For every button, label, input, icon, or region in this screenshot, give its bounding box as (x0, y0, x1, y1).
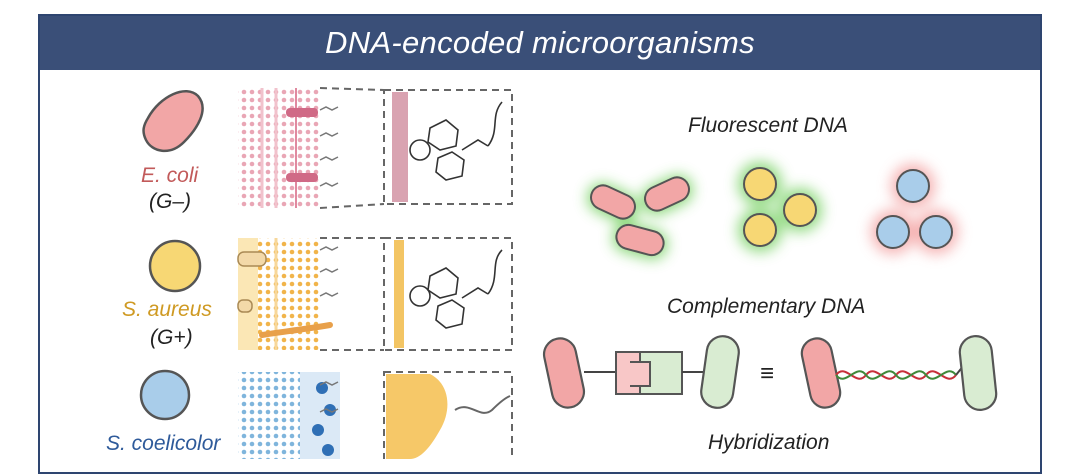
saureus-wall-panel (237, 238, 339, 350)
ecoli-zoom-box (319, 87, 513, 209)
figure-graphics (139, 87, 998, 459)
saureus-label: S. aureus (122, 298, 212, 321)
complementary-left-diagram (542, 335, 740, 409)
ecoli-gram-label: (G–) (149, 190, 191, 213)
ecoli-cell (142, 90, 204, 152)
saureus-zoom-wall (394, 240, 404, 348)
ecoli-membrane-panel (238, 88, 339, 208)
fluorescent-dna-heading: Fluorescent DNA (688, 114, 848, 137)
scoelicolor-zoom-blob (386, 374, 448, 459)
complementary-right-diagram (800, 335, 998, 411)
scoelicolor-label: S. coelicolor (106, 432, 221, 455)
fluorescent-group-aureus (738, 162, 822, 252)
scoelicolor-zoom-box (383, 371, 513, 459)
saureus-gram-label: (G+) (150, 326, 193, 349)
fluorescent-group-coelicolor (871, 164, 958, 254)
scoelicolor-wall-panel (238, 372, 340, 459)
complementary-dna-heading: Complementary DNA (667, 295, 866, 318)
saureus-zoom-box (320, 237, 513, 351)
equivalence-symbol: ≡ (760, 360, 775, 387)
ecoli-label: E. coli (141, 164, 199, 187)
saureus-cell (148, 239, 202, 293)
scoelicolor-cell (139, 369, 191, 421)
saureus-zoom-molecule (409, 249, 503, 329)
ecoli-zoom-molecule (409, 101, 503, 181)
fluorescent-group-coli (587, 174, 693, 260)
ecoli-zoom-membrane (392, 92, 408, 202)
hybridization-heading: Hybridization (708, 431, 830, 454)
figure-title: DNA-encoded microorganisms (40, 16, 1040, 70)
